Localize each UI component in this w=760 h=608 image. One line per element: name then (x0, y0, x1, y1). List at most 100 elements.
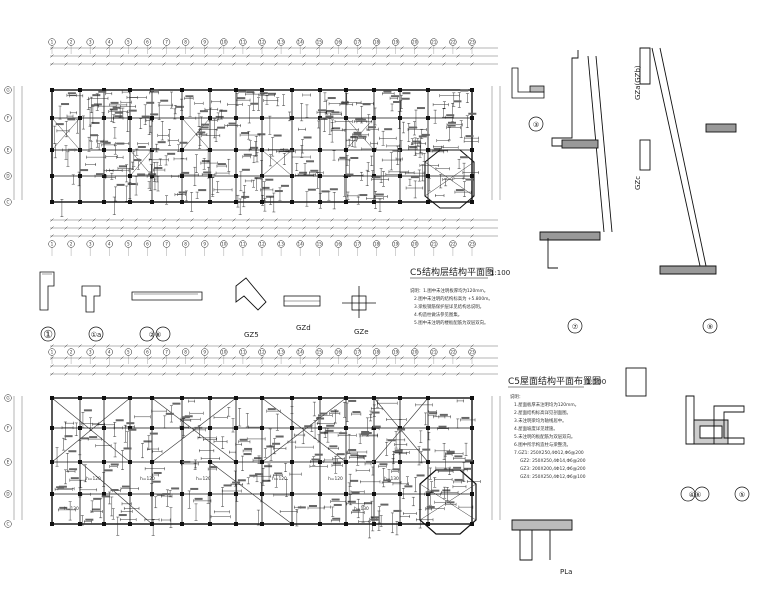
column (318, 88, 322, 92)
column (426, 426, 430, 430)
column (150, 200, 154, 204)
axis-bubble (4, 458, 12, 466)
axis-letter: F (7, 426, 10, 431)
axis-number: 22 (450, 40, 456, 45)
column (260, 460, 264, 464)
column (208, 426, 212, 430)
axis-number: 7 (165, 40, 168, 45)
plan-top-note: 说明：1.图中未注明板厚均为120mm。 (410, 287, 488, 294)
column (398, 396, 402, 400)
axis-bubble (411, 38, 419, 46)
column (260, 522, 264, 526)
plan-bottom-note: 7.GZ1: 250X250,4Φ12,Φ6@200 (514, 450, 584, 456)
column (318, 426, 322, 430)
column (290, 88, 294, 92)
axis-number: 12 (259, 350, 265, 355)
axis-bubble (4, 394, 12, 402)
column (398, 460, 402, 464)
plan-bottom-note: GZ2: 250X250,4Φ14,Φ6@200 (520, 458, 586, 464)
axis-number: 13 (278, 40, 284, 45)
column (470, 492, 474, 496)
column (372, 200, 376, 204)
axis-number: 7 (165, 242, 168, 247)
plan-top-openings (51, 117, 375, 177)
axis-number: 11 (240, 242, 246, 247)
column (102, 460, 106, 464)
axis-number: 1 (51, 242, 54, 247)
axis-number: 2 (70, 242, 73, 247)
axis-letter: F (7, 116, 10, 121)
column (234, 148, 238, 152)
plan-bottom-legend: C5屋面结构平面布置图 1:100 说明： 1.屋面板厚未注明均为120mm。 … (508, 375, 606, 480)
column (234, 522, 238, 526)
column (180, 396, 184, 400)
column (470, 88, 474, 92)
column (208, 396, 212, 400)
axis-number: 13 (278, 242, 284, 247)
detail-1a-section (81, 285, 101, 313)
details-right: ③ ⑦ GZa(GZb) GZc ⑨ (511, 47, 737, 334)
column (234, 200, 238, 204)
axis-bubble (296, 38, 304, 46)
column (470, 426, 474, 430)
column (398, 116, 402, 120)
plan-bottom-dimension-lines (13, 345, 501, 520)
column (102, 116, 106, 120)
column (128, 174, 132, 178)
axis-bubble (4, 198, 12, 206)
axis-number: 5 (127, 40, 130, 45)
detail-pla-section (511, 519, 573, 561)
column (208, 492, 212, 496)
column (318, 396, 322, 400)
column (50, 492, 54, 496)
axis-bubble (220, 38, 228, 46)
column (234, 88, 238, 92)
axis-bubble (334, 38, 343, 46)
axis-number: 18 (374, 242, 380, 247)
axis-number: 17 (355, 350, 361, 355)
axis-bubble (4, 146, 12, 154)
column (426, 522, 430, 526)
axis-number: 11 (240, 40, 246, 45)
column (260, 492, 264, 496)
column (344, 148, 348, 152)
axis-number: 16 (336, 40, 342, 45)
column (234, 174, 238, 178)
axis-number: 4 (108, 350, 111, 355)
detail-5-section (713, 405, 745, 445)
column (150, 492, 154, 496)
axis-number: 21 (431, 40, 437, 45)
column (128, 148, 132, 152)
column (372, 492, 376, 496)
detail-2-8-section (131, 291, 203, 301)
axis-number: 23 (469, 350, 475, 355)
axis-bubble (353, 38, 362, 46)
slab-label: h=120 (86, 476, 101, 482)
plan-bottom-note: 3.未注明梁均为轴线居中。 (514, 417, 567, 424)
plan-top-scale: 1:100 (490, 269, 510, 277)
column (260, 200, 264, 204)
axis-bubble (67, 38, 75, 46)
axis-bubble (430, 38, 438, 46)
axis-number: 3 (89, 242, 92, 247)
column (78, 88, 82, 92)
axis-number: 12 (259, 242, 265, 247)
axis-number: 6 (146, 242, 149, 247)
axis-bubble (181, 38, 190, 46)
column (180, 522, 184, 526)
column (128, 460, 132, 464)
column (290, 396, 294, 400)
column (398, 492, 402, 496)
plan-top-note: 3.梁板钢筋保护层详见结构总说明。 (414, 303, 484, 310)
column (208, 116, 212, 120)
column (102, 426, 106, 430)
column (150, 426, 154, 430)
column (180, 88, 184, 92)
axis-letter: D (6, 492, 9, 497)
plan-top-title: C5结构层结构平面图 (410, 266, 494, 278)
column (344, 522, 348, 526)
